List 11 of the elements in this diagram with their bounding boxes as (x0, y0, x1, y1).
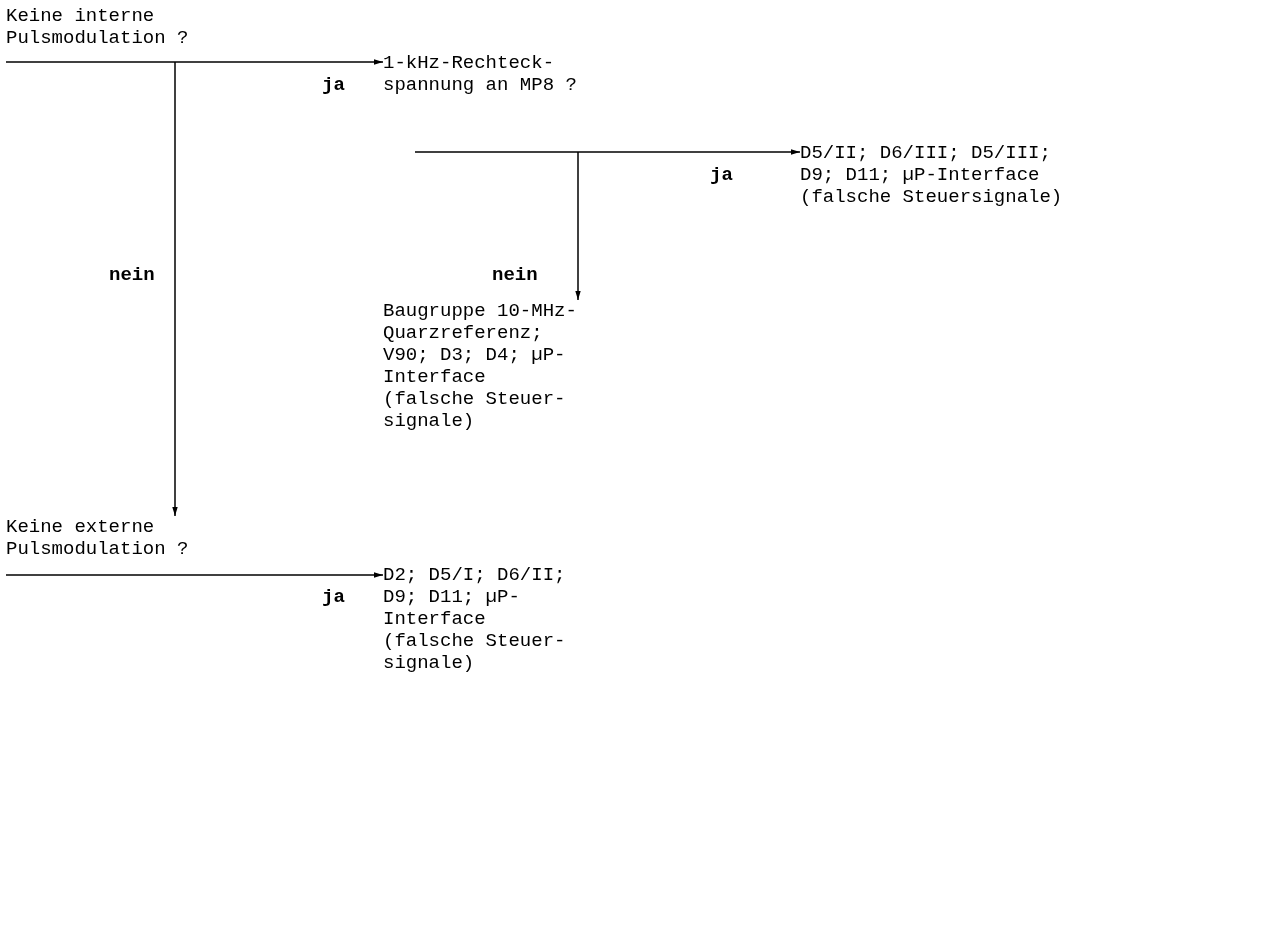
node-text: Keine externe Pulsmodulation ? (6, 516, 190, 560)
arrow (172, 61, 178, 517)
node-text: D2; D5/I; D6/II; D9; D11; µP-Interface (falsche Steuer- signale) (383, 564, 567, 674)
arrow (414, 149, 801, 155)
arrow (575, 151, 581, 301)
node-text: D5/II; D6/III; D5/III; D9; D11; µP-Interface (falsche Steuersignale) (800, 142, 1064, 208)
node-text: Keine interne Pulsmodulation ? (6, 5, 190, 49)
arrow (5, 59, 384, 65)
arrow (5, 572, 384, 578)
node-text: 1-kHz-Rechteck- spannung an MP8 ? (383, 52, 578, 96)
node-text: Baugruppe 10-MHz- Quarzreferenz; V90; D3; D4; µP-Interface (falsche Steuer- signale) (383, 300, 578, 432)
